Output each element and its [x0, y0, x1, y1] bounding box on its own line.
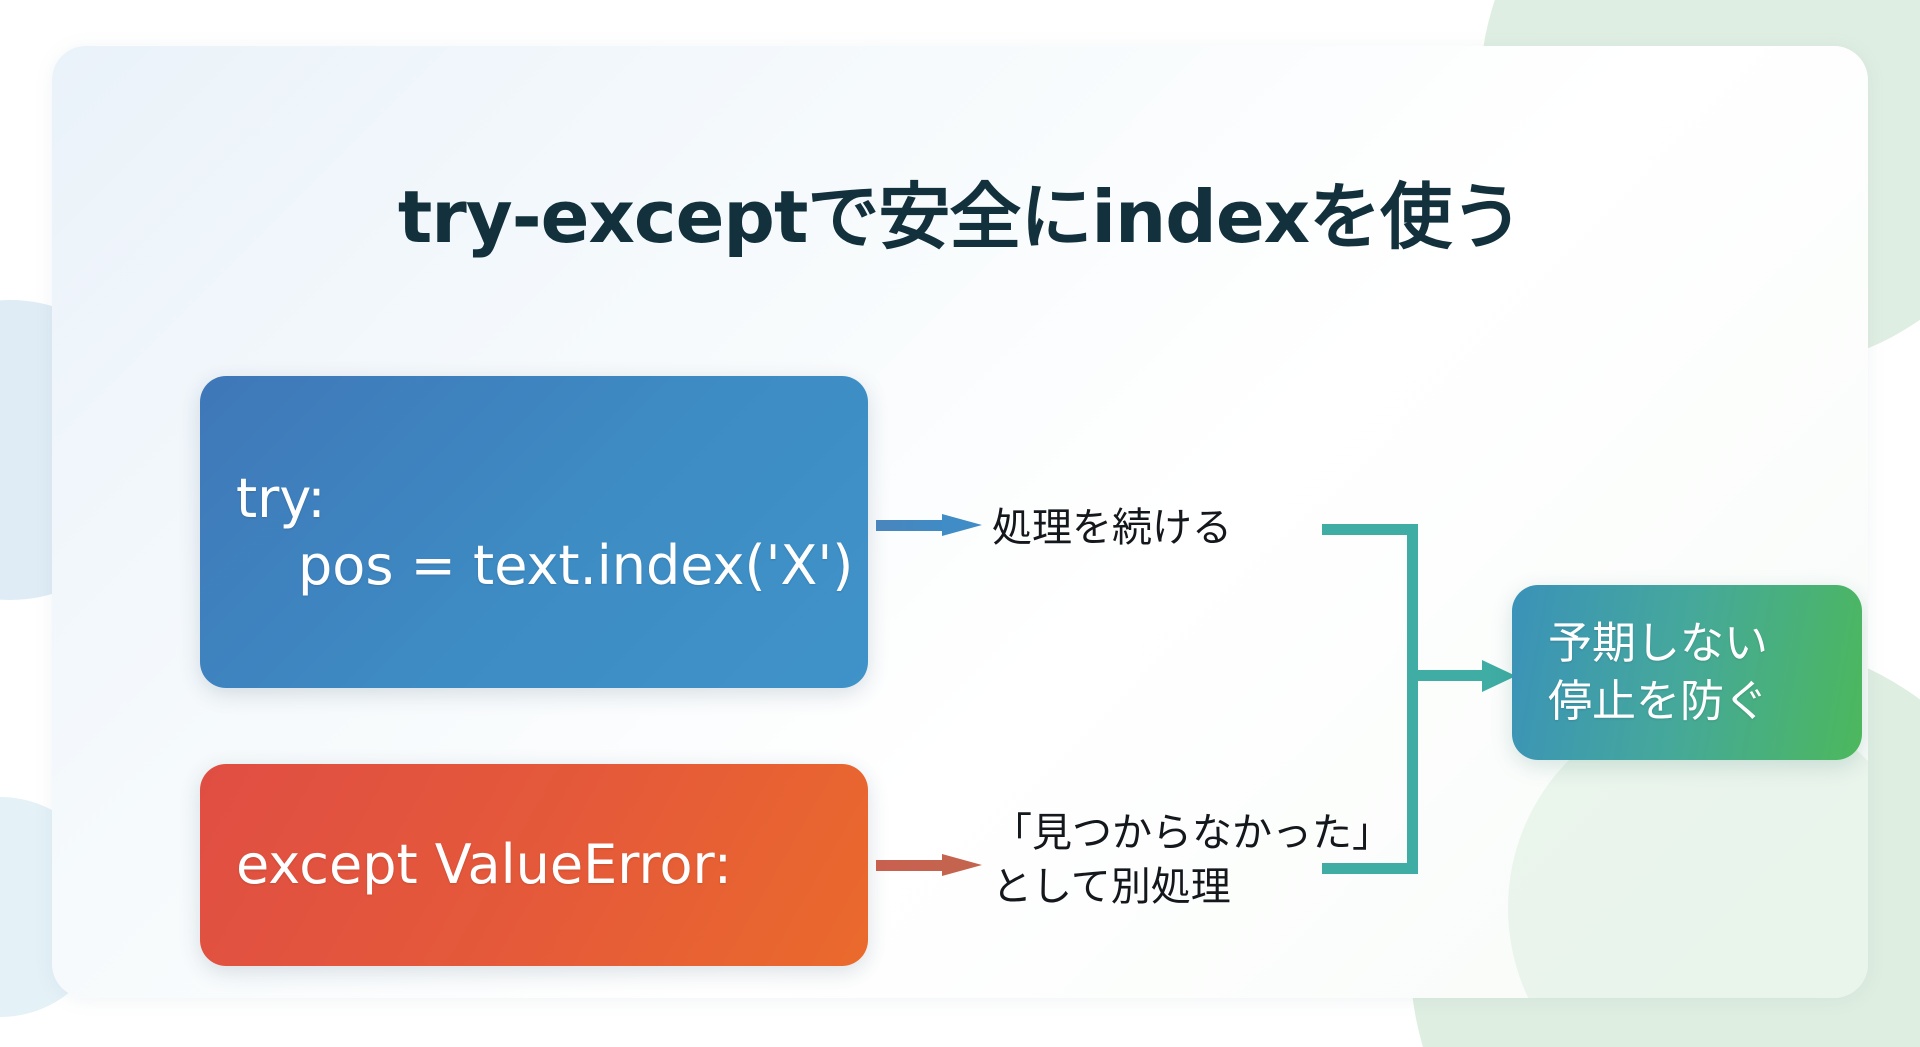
result-line-2: 停止を防ぐ	[1548, 675, 1768, 727]
arrow-right-try-icon	[876, 514, 982, 536]
connector-arrow-head-icon	[1482, 660, 1516, 692]
label-not-found-line-2: として別処理	[992, 864, 1231, 910]
try-code-box: try: pos = text.index('X')	[200, 376, 868, 688]
slide-card: try-exceptで安全にindexを使う try: pos = text.i…	[52, 46, 1868, 998]
try-code-line-2: pos = text.index('X')	[298, 534, 854, 597]
slide-title: try-exceptで安全にindexを使う	[397, 175, 1523, 259]
label-not-found-line-1: 「見つからなかった」	[992, 810, 1392, 856]
except-code-line-1: except ValueError:	[236, 833, 732, 897]
connector-segment-outgoing	[1407, 670, 1489, 681]
arrow-shaft	[876, 520, 948, 531]
result-box: 予期しない 停止を防ぐ	[1512, 585, 1862, 760]
label-continue-processing: 処理を続ける	[992, 505, 1232, 551]
connector-segment-bottom	[1322, 863, 1418, 874]
label-not-found-group: 「見つからなかった」 として別処理	[992, 806, 1392, 914]
connector-segment-vertical	[1407, 524, 1418, 874]
arrow-right-except-icon	[876, 854, 982, 876]
except-code-box: except ValueError:	[200, 764, 868, 966]
arrow-shaft	[876, 860, 948, 871]
connector-segment-top	[1322, 524, 1418, 535]
arrow-head	[942, 514, 982, 536]
try-code-line-1: try:	[236, 466, 326, 530]
result-line-1: 予期しない	[1548, 618, 1768, 670]
arrow-head	[942, 854, 982, 876]
